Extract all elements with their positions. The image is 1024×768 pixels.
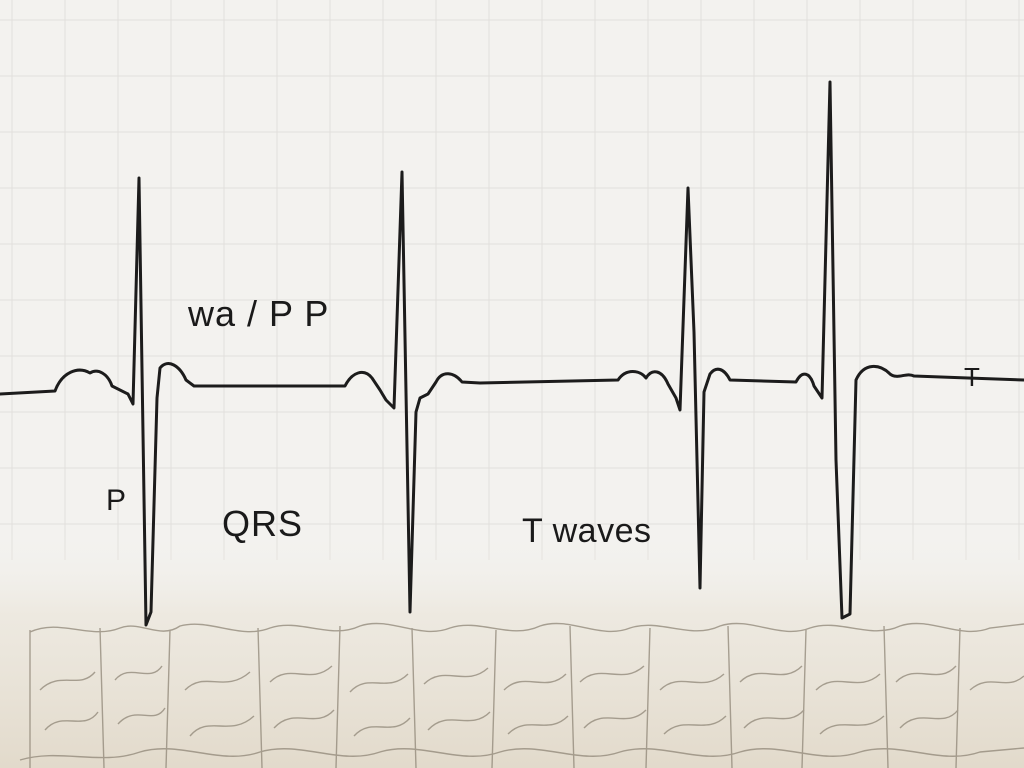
paper-texture (19, 622, 1024, 768)
label-p: P (106, 484, 127, 517)
label-qrs: QRS (222, 503, 304, 544)
paper-texture-band (0, 530, 1024, 768)
label-wa-pp: wa / P P (188, 293, 330, 334)
label-t-end: T (964, 362, 980, 392)
label-t-waves: T waves (522, 512, 652, 550)
ecg-trace (0, 80, 1024, 627)
